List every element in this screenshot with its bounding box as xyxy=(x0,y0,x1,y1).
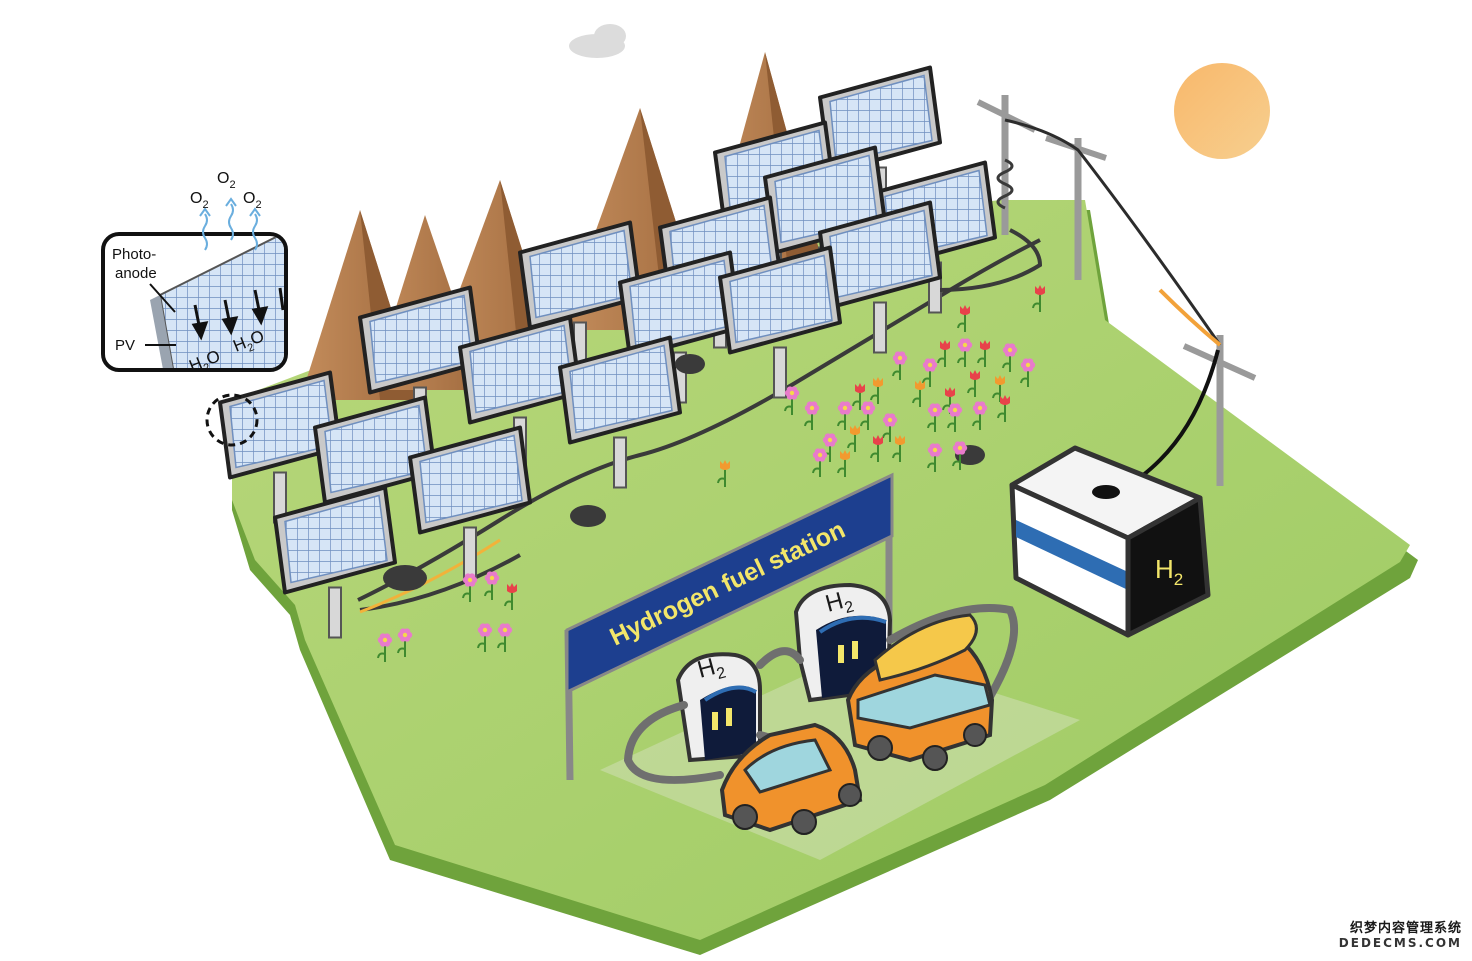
flower xyxy=(957,338,973,367)
flower xyxy=(922,358,938,387)
flower-field xyxy=(377,285,1045,662)
watermark-line2: DEDECMS.COM xyxy=(1338,936,1462,951)
o2-label-2: O2 xyxy=(217,170,236,191)
pump-2-h2-label: H2 xyxy=(823,585,856,622)
flower xyxy=(967,370,980,397)
flower xyxy=(1020,358,1036,387)
cloud-icon xyxy=(569,24,626,58)
solar-panel xyxy=(408,425,532,579)
flower xyxy=(847,425,860,452)
flower xyxy=(927,403,943,432)
flower xyxy=(784,386,800,415)
flower xyxy=(852,383,865,410)
flower xyxy=(977,340,990,367)
power-cable xyxy=(1004,118,1222,346)
hydrogen-tank: H2 xyxy=(1009,445,1211,638)
flower xyxy=(972,401,988,430)
flower xyxy=(717,460,730,487)
flower xyxy=(892,435,905,462)
flower xyxy=(870,377,883,404)
flower xyxy=(1002,343,1018,372)
flower xyxy=(837,450,850,477)
sun-icon xyxy=(1174,63,1270,159)
flower xyxy=(462,573,478,602)
solar-panel xyxy=(518,220,642,374)
solar-panel xyxy=(358,285,482,439)
pole-ground-cable xyxy=(939,228,1043,292)
wavy-arrow-icons xyxy=(199,197,261,251)
arrow-icons xyxy=(191,287,284,341)
flower xyxy=(837,401,853,430)
flower xyxy=(397,628,413,657)
power-cable-glow xyxy=(1158,288,1222,347)
zoom-marker-circle xyxy=(205,393,259,447)
flower xyxy=(937,340,950,367)
watermark: 织梦内容管理系统 DEDECMS.COM xyxy=(1338,921,1462,951)
photoanode-label-line2: anode xyxy=(115,265,157,282)
flower xyxy=(860,401,876,430)
flower xyxy=(812,448,828,477)
flower xyxy=(504,583,517,610)
pv-label: PV xyxy=(115,337,135,354)
oxygen-release: O2 O2 O2 xyxy=(190,170,262,251)
solar-panel xyxy=(558,335,682,489)
solar-panel xyxy=(818,65,942,219)
orange-van xyxy=(845,613,995,771)
energy-cable-glow xyxy=(359,538,501,614)
solar-panel xyxy=(273,485,397,639)
flower xyxy=(1032,285,1045,312)
flower xyxy=(927,443,943,472)
flower xyxy=(892,351,908,380)
flower xyxy=(997,395,1010,422)
fuel-pump-2: H2 xyxy=(793,582,893,703)
o2-label-1: O2 xyxy=(190,190,209,211)
flower xyxy=(882,413,898,442)
photoanode-label-line1: Photo- xyxy=(112,246,156,263)
flower xyxy=(377,633,393,662)
pump-1-h2-label: H2 xyxy=(695,651,728,688)
solar-panel xyxy=(313,395,437,549)
flower xyxy=(822,433,838,462)
flower xyxy=(804,401,820,430)
flower xyxy=(477,623,493,652)
flower xyxy=(957,305,970,332)
utility-pole-3 xyxy=(1182,335,1257,486)
tank-h2-label: H2 xyxy=(1155,554,1183,589)
watermark-line1: 织梦内容管理系统 xyxy=(1349,921,1462,937)
solar-panel-array xyxy=(218,65,997,639)
solar-panel xyxy=(218,370,342,524)
flower xyxy=(497,623,513,652)
flower xyxy=(912,380,925,407)
flower xyxy=(870,435,883,462)
fuel-pump-1: H2 xyxy=(675,651,762,763)
flower xyxy=(947,403,963,432)
o2-label-3: O2 xyxy=(243,190,262,211)
flower xyxy=(952,441,968,470)
photoanode-leader-line xyxy=(149,283,176,313)
flower xyxy=(484,571,500,600)
rocks xyxy=(383,354,985,591)
photoelectrode-inset: H2O H2O Photo- anode PV xyxy=(101,232,288,372)
solar-panel xyxy=(618,250,742,404)
orange-car xyxy=(719,722,863,835)
solar-panel xyxy=(718,245,842,399)
